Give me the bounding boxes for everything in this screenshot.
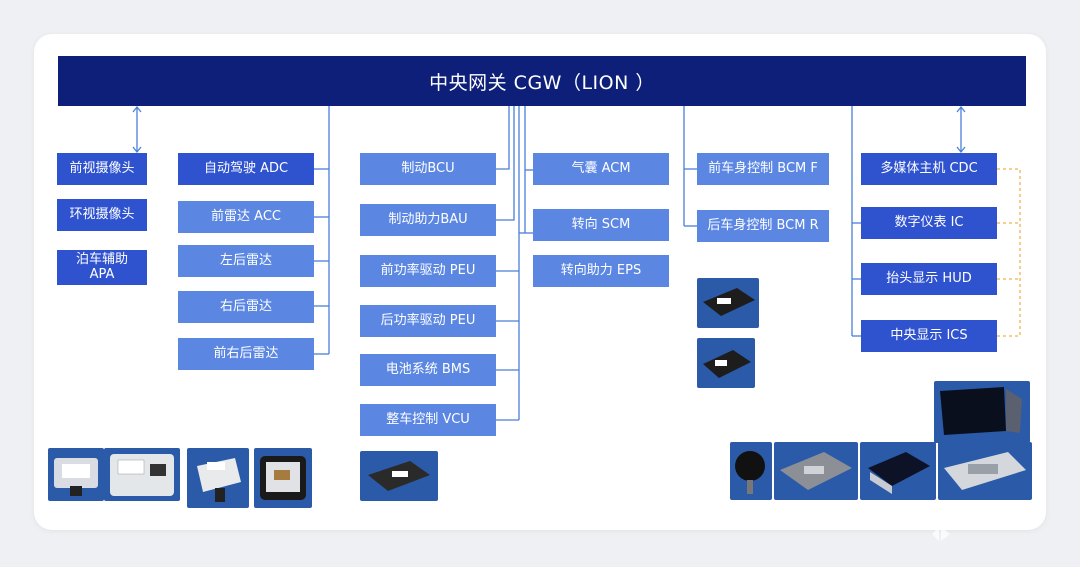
- parking-assist-label: 泊车辅助 APA: [75, 251, 128, 282]
- ic-label: 数字仪表 IC: [894, 214, 964, 230]
- cdc-label: 多媒体主机 CDC: [880, 160, 978, 176]
- ic-box: 数字仪表 IC: [861, 207, 997, 239]
- radar-module-photo-3: [254, 448, 312, 508]
- acm-box: 气囊 ACM: [533, 153, 669, 185]
- front-radar-label: 前雷达 ACC: [211, 208, 281, 224]
- hud-photo: [730, 442, 772, 500]
- right-rear-radar-box: 右后雷达: [178, 291, 314, 323]
- ic-photo: [860, 442, 936, 500]
- front-camera-box: 前视摄像头: [57, 153, 147, 185]
- adc-box: 自动驾驶 ADC: [178, 153, 314, 185]
- central-gateway-bar: 中央网关 CGW（LION ）: [58, 56, 1026, 106]
- rear-peu-label: 后功率驱动 PEU: [380, 312, 476, 328]
- bcm-front-label: 前车身控制 BCM F: [708, 160, 818, 176]
- bcm-rear-box: 后车身控制 BCM R: [697, 210, 829, 242]
- bau-label: 制动助力BAU: [388, 211, 468, 227]
- ics-label: 中央显示 ICS: [890, 327, 968, 343]
- front-peu-label: 前功率驱动 PEU: [380, 262, 476, 278]
- display-photo: [938, 442, 1032, 500]
- hud-box: 抬头显示 HUD: [861, 263, 997, 295]
- right-rear-radar-label: 右后雷达: [219, 298, 272, 314]
- vcu-box: 整车控制 VCU: [360, 404, 496, 436]
- bcu-box: 制动BCU: [360, 153, 496, 185]
- bcm-photo: [697, 278, 759, 328]
- parking-assist-box: 泊车辅助 APA: [57, 250, 147, 285]
- front-camera-label: 前视摄像头: [69, 160, 135, 176]
- cdc-photo: [774, 442, 858, 500]
- ecu-photo: [360, 451, 438, 501]
- front-right-rear-radar-label: 前右后雷达: [213, 345, 279, 361]
- surround-camera-label: 环视摄像头: [69, 206, 135, 222]
- bcu-label: 制动BCU: [401, 160, 455, 176]
- bcm-photo-2: [697, 338, 755, 388]
- eps-label: 转向助力 EPS: [560, 262, 642, 278]
- vcu-label: 整车控制 VCU: [386, 411, 470, 427]
- rear-peu-box: 后功率驱动 PEU: [360, 305, 496, 337]
- scm-label: 转向 SCM: [571, 216, 631, 232]
- left-rear-radar-box: 左后雷达: [178, 245, 314, 277]
- bcm-front-box: 前车身控制 BCM F: [697, 153, 829, 185]
- left-rear-radar-label: 左后雷达: [219, 252, 272, 268]
- bcm-rear-label: 后车身控制 BCM R: [707, 217, 819, 233]
- scm-box: 转向 SCM: [533, 209, 669, 241]
- watermark: [930, 525, 952, 543]
- bau-box: 制动助力BAU: [360, 204, 496, 236]
- eps-box: 转向助力 EPS: [533, 255, 669, 287]
- radar-module-photo-2: [187, 448, 249, 508]
- acm-label: 气囊 ACM: [571, 160, 631, 176]
- brand-logo-icon: [932, 527, 950, 541]
- central-display-photo: [934, 381, 1030, 443]
- bms-label: 电池系统 BMS: [385, 361, 471, 377]
- radar-module-photo: [104, 448, 180, 501]
- ics-box: 中央显示 ICS: [861, 320, 997, 352]
- front-radar-box: 前雷达 ACC: [178, 201, 314, 233]
- cdc-box: 多媒体主机 CDC: [861, 153, 997, 185]
- front-peu-box: 前功率驱动 PEU: [360, 255, 496, 287]
- gateway-label: 中央网关 CGW（LION ）: [429, 71, 655, 94]
- front-right-rear-radar-box: 前右后雷达: [178, 338, 314, 370]
- adc-label: 自动驾驶 ADC: [203, 160, 289, 176]
- camera-module-photo: [48, 448, 104, 501]
- hud-label: 抬头显示 HUD: [886, 270, 972, 286]
- bms-box: 电池系统 BMS: [360, 354, 496, 386]
- surround-camera-box: 环视摄像头: [57, 199, 147, 231]
